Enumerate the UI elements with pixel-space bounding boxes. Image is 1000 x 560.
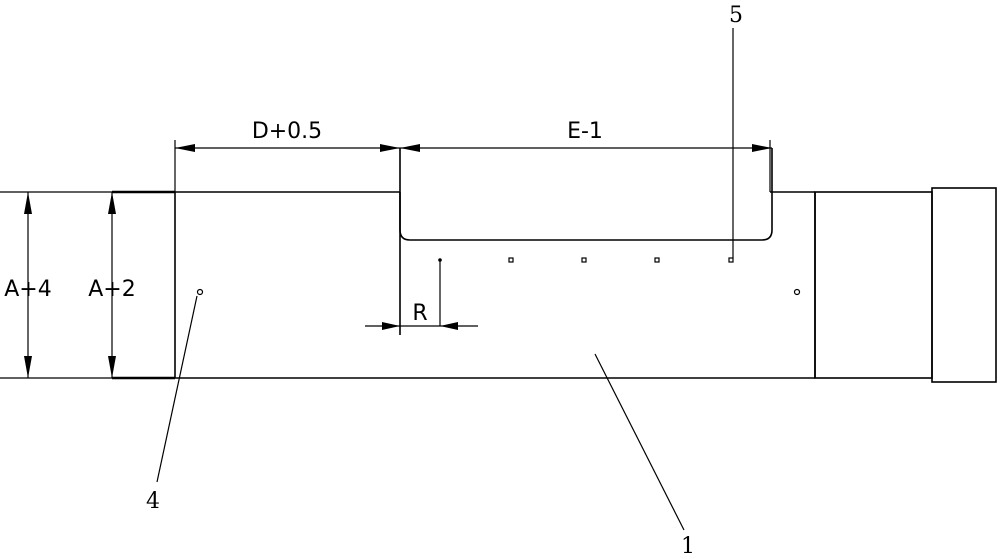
dim-label-d: D+0.5 xyxy=(252,119,322,144)
dim-label-a4: A+4 xyxy=(4,277,51,302)
dim-label-r: R xyxy=(412,301,427,326)
end-section xyxy=(815,188,996,382)
dimension-radius: R xyxy=(365,258,478,330)
dim-label-a2: A+2 xyxy=(88,277,135,302)
dimension-a-plus-4: A+4 xyxy=(4,192,51,378)
callout-label-1: 1 xyxy=(681,534,695,559)
callout-1: 1 xyxy=(595,354,695,559)
dimension-d-plus: D+0.5 xyxy=(175,119,400,152)
dimension-a-plus-2: A+2 xyxy=(88,192,135,378)
callout-label-4: 4 xyxy=(146,489,160,514)
hole-markers xyxy=(198,258,800,295)
callout-label-5: 5 xyxy=(729,3,743,28)
dim-label-e: E-1 xyxy=(567,119,603,144)
dimension-e-minus: E-1 xyxy=(400,119,772,152)
main-body xyxy=(175,148,815,378)
callout-4: 4 xyxy=(146,296,197,514)
callout-5: 5 xyxy=(729,3,743,258)
